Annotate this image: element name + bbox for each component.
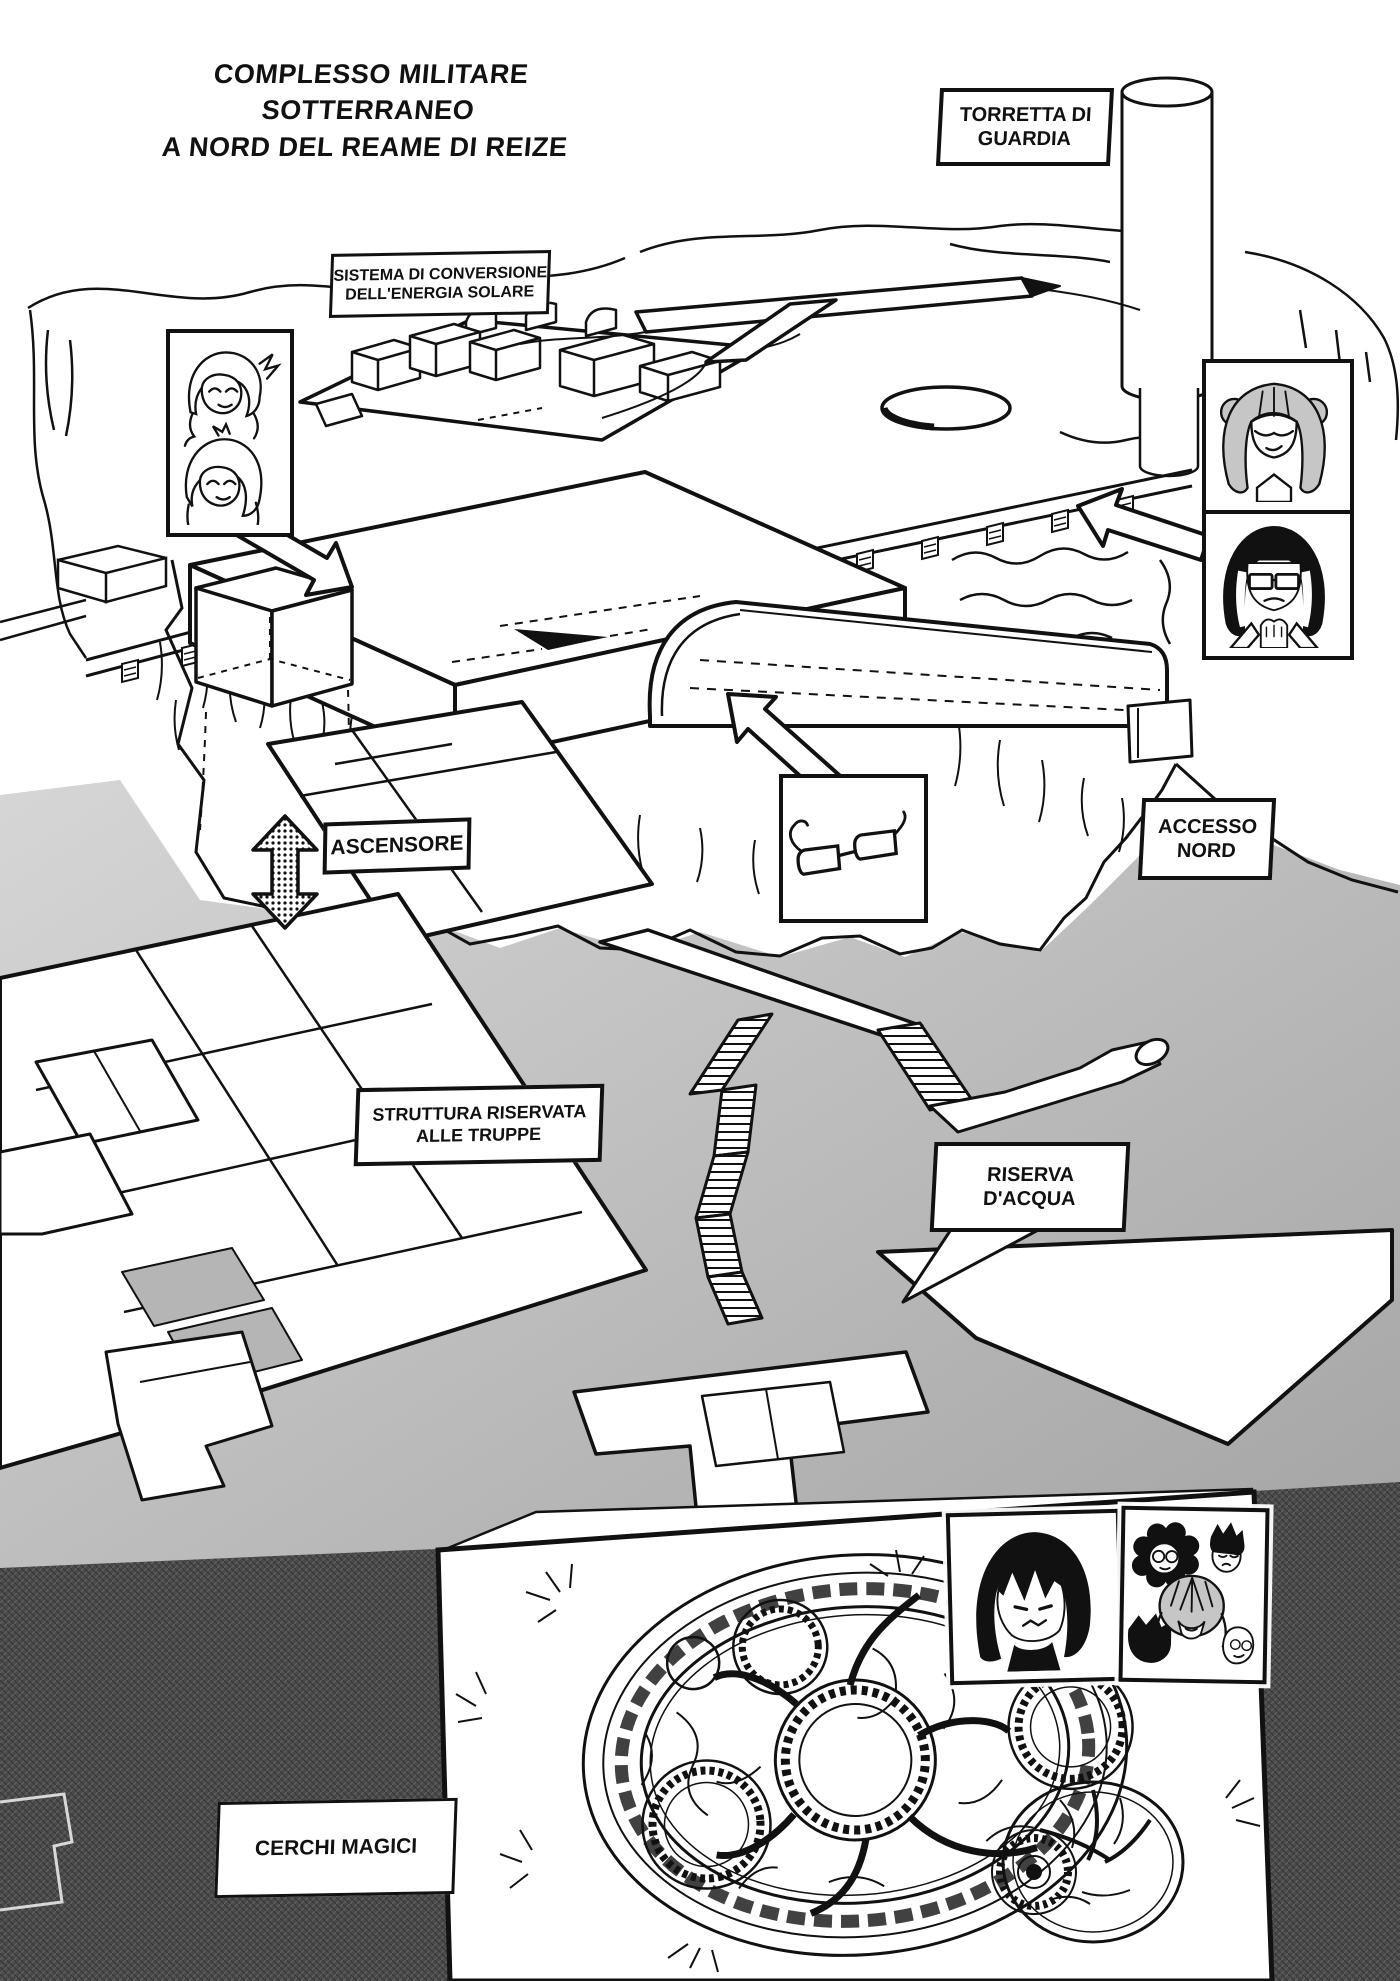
page-title-line1: COMPLESSO MILITARE SOTTERRANEO — [212, 59, 530, 126]
page-title: COMPLESSO MILITARE SOTTERRANEO A NORD DE… — [113, 56, 623, 165]
underground-structures — [0, 700, 1394, 1570]
label-riserva-acqua: RISERVA D'ACQUA — [929, 1142, 1131, 1232]
label-sistema-conversione: SISTEMA DI CONVERSIONE DELL'ENERGIA SOLA… — [328, 250, 552, 318]
label-torretta-di-guardia: TORRETTA DI GUARDIA — [935, 88, 1115, 166]
portrait-group — [1118, 1505, 1270, 1685]
two-girls-icon — [183, 351, 282, 525]
portrait-bun-girl — [1202, 359, 1354, 514]
glasses-bob-icon — [1223, 526, 1325, 648]
elevator-arrow-icon — [251, 814, 319, 930]
direction-arrows — [214, 487, 1211, 930]
label-struttura-truppe: STRUTTURA RISERVATA ALLE TRUPPE — [353, 1083, 605, 1167]
portrait-dark-silhouette — [945, 1508, 1125, 1686]
zigzag-stairs — [688, 1012, 774, 1326]
label-ascensore: ASCENSORE — [322, 817, 472, 875]
dark-silhouette-icon — [976, 1532, 1091, 1672]
basement-step-shape — [0, 1792, 74, 1912]
vaulted-building — [647, 600, 1194, 764]
label-accesso-nord: ACCESSO NORD — [1137, 798, 1277, 880]
t-walkway — [519, 276, 1141, 364]
solar-facility — [298, 301, 801, 442]
portrait-two-girls — [166, 329, 294, 537]
water-reservoir — [876, 1228, 1394, 1446]
bun-girl-icon — [1219, 382, 1329, 502]
label-cerchi-magici: CERCHI MAGICI — [214, 1797, 458, 1899]
roof-direction-arrow — [514, 629, 608, 650]
portrait-glasses-bob — [1202, 510, 1354, 660]
east-stairs — [876, 1021, 1170, 1134]
small-magic-circle — [991, 1780, 1185, 1944]
portrait-glasses-object — [779, 774, 928, 923]
page-title-line2: A NORD DEL REAME DI REIZE — [160, 131, 569, 162]
group-faces-icon — [1127, 1522, 1255, 1665]
ground-opening — [880, 385, 1012, 431]
large-magic-circle — [581, 1553, 1134, 1957]
glasses-icon — [788, 810, 907, 876]
